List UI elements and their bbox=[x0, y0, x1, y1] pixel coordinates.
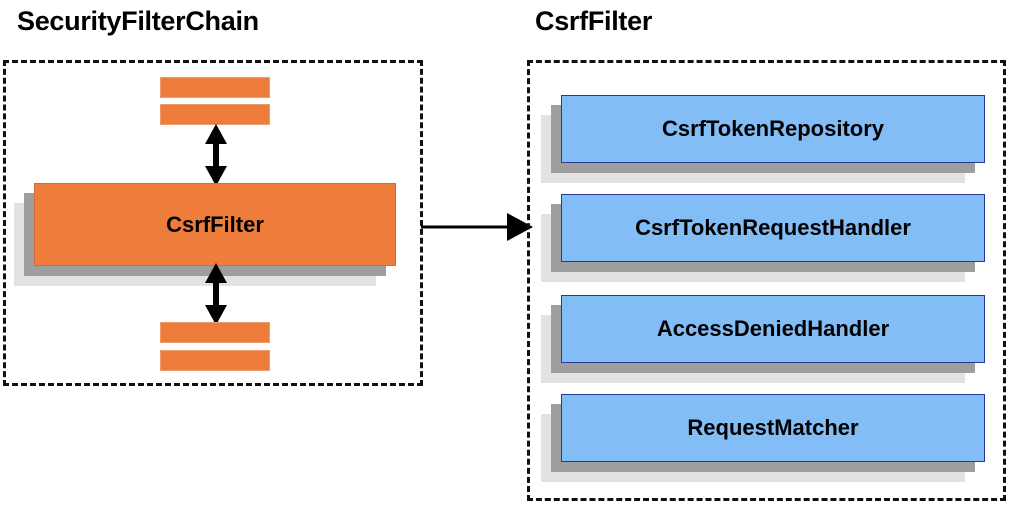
arrow-csrf-filter-to-detail bbox=[421, 213, 533, 241]
node-request-matcher-label: RequestMatcher bbox=[561, 394, 985, 462]
preceding-filter-bar-1 bbox=[160, 77, 270, 98]
node-csrf-token-repository[interactable]: CsrfTokenRepository bbox=[541, 95, 985, 183]
node-request-matcher[interactable]: RequestMatcher bbox=[541, 394, 985, 482]
node-csrf-token-request-handler[interactable]: CsrfTokenRequestHandler bbox=[541, 194, 985, 282]
security-filter-chain-container bbox=[3, 60, 423, 386]
node-csrf-token-request-handler-label: CsrfTokenRequestHandler bbox=[561, 194, 985, 262]
bidirectional-arrow-down bbox=[205, 263, 227, 325]
following-filter-bar-1 bbox=[160, 322, 270, 343]
node-access-denied-handler-label: AccessDeniedHandler bbox=[561, 295, 985, 363]
node-access-denied-handler[interactable]: AccessDeniedHandler bbox=[541, 295, 985, 383]
node-csrf-filter[interactable]: CsrfFilter bbox=[14, 183, 396, 286]
preceding-filter-bar-2 bbox=[160, 104, 270, 125]
bidirectional-arrow-up bbox=[205, 124, 227, 186]
following-filter-bar-2 bbox=[160, 350, 270, 371]
node-csrf-filter-label: CsrfFilter bbox=[34, 183, 396, 266]
page-title-csrf-filter: CsrfFilter bbox=[535, 6, 653, 36]
csrf-filter-detail-container bbox=[527, 60, 1006, 501]
page-title-security-filter-chain: SecurityFilterChain bbox=[17, 6, 259, 36]
node-csrf-token-repository-label: CsrfTokenRepository bbox=[561, 95, 985, 163]
